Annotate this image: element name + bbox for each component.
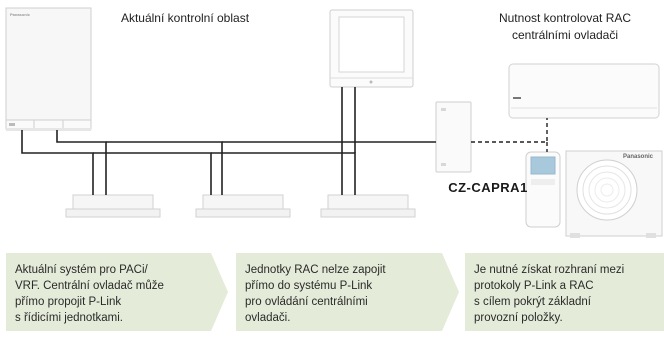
indoor-unit-3: [320, 194, 416, 218]
info-line: provozní položky.: [474, 312, 563, 324]
info-line: VRF. Centrální ovladač může: [15, 280, 164, 292]
info-line: s cílem pokrýt základní: [474, 296, 591, 308]
info-line: protokoly P-Link a RAC: [474, 280, 594, 292]
arrow-notch-2: [442, 253, 459, 331]
rac-wall-unit: [508, 63, 660, 119]
info-line: přímo propojit P-Link: [15, 296, 122, 308]
rac-wiring: [471, 118, 548, 152]
info-line: pro ovládání centrálními: [245, 296, 368, 308]
info-line: s řídicími jednotkami.: [15, 312, 124, 324]
info-box-2: Jednotky RAC nelze zapojit přímo do syst…: [236, 253, 442, 331]
rac-need-label: Nutnost kontrolovat RAC centrálními ovla…: [498, 11, 632, 42]
info-line: přímo do systému P-Link: [245, 280, 373, 292]
indoor-unit-2: [195, 194, 291, 218]
p-link-wiring: [21, 87, 436, 195]
info-box-1: Aktuální systém pro PACi/ VRF. Centrální…: [6, 253, 211, 331]
info-box-3: Je nutné získat rozhraní mezi protokoly …: [465, 253, 664, 331]
info-box-text: Aktuální systém pro PACi/ VRF. Centrální…: [15, 262, 164, 326]
brand-logo-vrf: Panasonic: [10, 12, 31, 17]
arrow-notch-1: [211, 253, 228, 331]
info-line: Jednotky RAC nelze zapojit: [245, 264, 386, 276]
info-line: Aktuální systém pro PACi/: [15, 264, 148, 276]
adapter-box: [435, 101, 472, 173]
info-line: ovladači.: [245, 312, 291, 324]
info-box-text: Jednotky RAC nelze zapojit přímo do syst…: [245, 262, 386, 326]
vrf-outdoor-unit: [5, 7, 92, 131]
current-area-label: Aktuální kontrolní oblast: [120, 11, 250, 25]
info-box-text: Je nutné získat rozhraní mezi protokoly …: [474, 262, 624, 326]
rac-remote-control: [525, 151, 561, 228]
indoor-unit-1: [65, 194, 161, 218]
brand-logo-outdoor: Panasonic: [623, 154, 654, 160]
central-controller: [329, 9, 414, 88]
adapter-label: CZ-CAPRA1: [448, 180, 528, 195]
rac-outdoor-unit: [565, 150, 663, 238]
info-line: Je nutné získat rozhraní mezi: [474, 264, 625, 276]
